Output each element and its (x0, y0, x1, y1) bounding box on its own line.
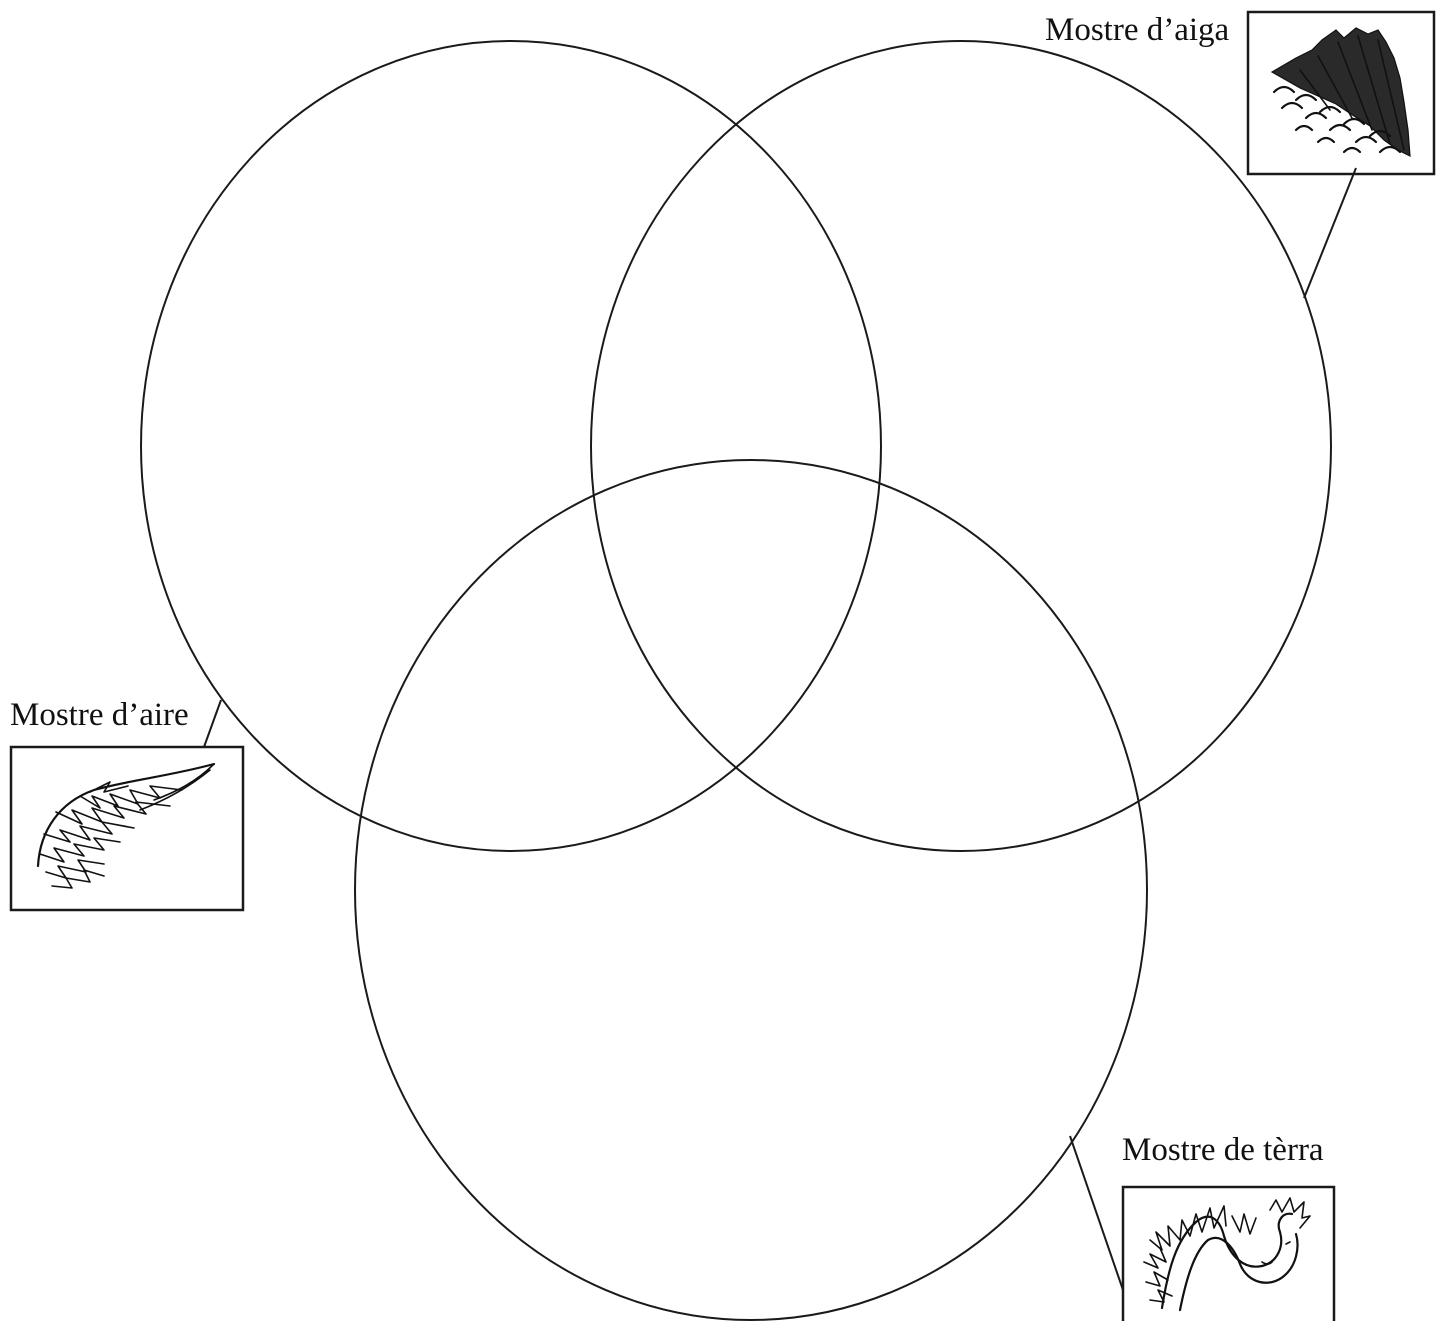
hairy-serpent-icon (1143, 1197, 1311, 1312)
water-monster-label: Mostre d’aiga (1045, 12, 1230, 48)
water-monster-callout: Mostre d’aiga (1045, 10, 1436, 299)
earth-monster-leader (1069, 1135, 1124, 1291)
air-monster-leader (203, 699, 222, 748)
earth-monster-box (1121, 1185, 1336, 1321)
venn-circles (140, 40, 1332, 1321)
circle-air (140, 40, 882, 852)
circle-water (590, 40, 1332, 852)
feathered-wing-icon (36, 762, 216, 889)
dragon-scales-fin-icon (1270, 27, 1411, 158)
earth-monster-callout: Mostre de tèrra (1069, 1132, 1336, 1321)
air-monster-callout: Mostre d’aire (9, 697, 245, 912)
water-monster-leader (1303, 167, 1357, 299)
circle-earth (354, 459, 1148, 1321)
earth-monster-label: Mostre de tèrra (1122, 1132, 1324, 1168)
air-monster-label: Mostre d’aire (10, 697, 189, 733)
